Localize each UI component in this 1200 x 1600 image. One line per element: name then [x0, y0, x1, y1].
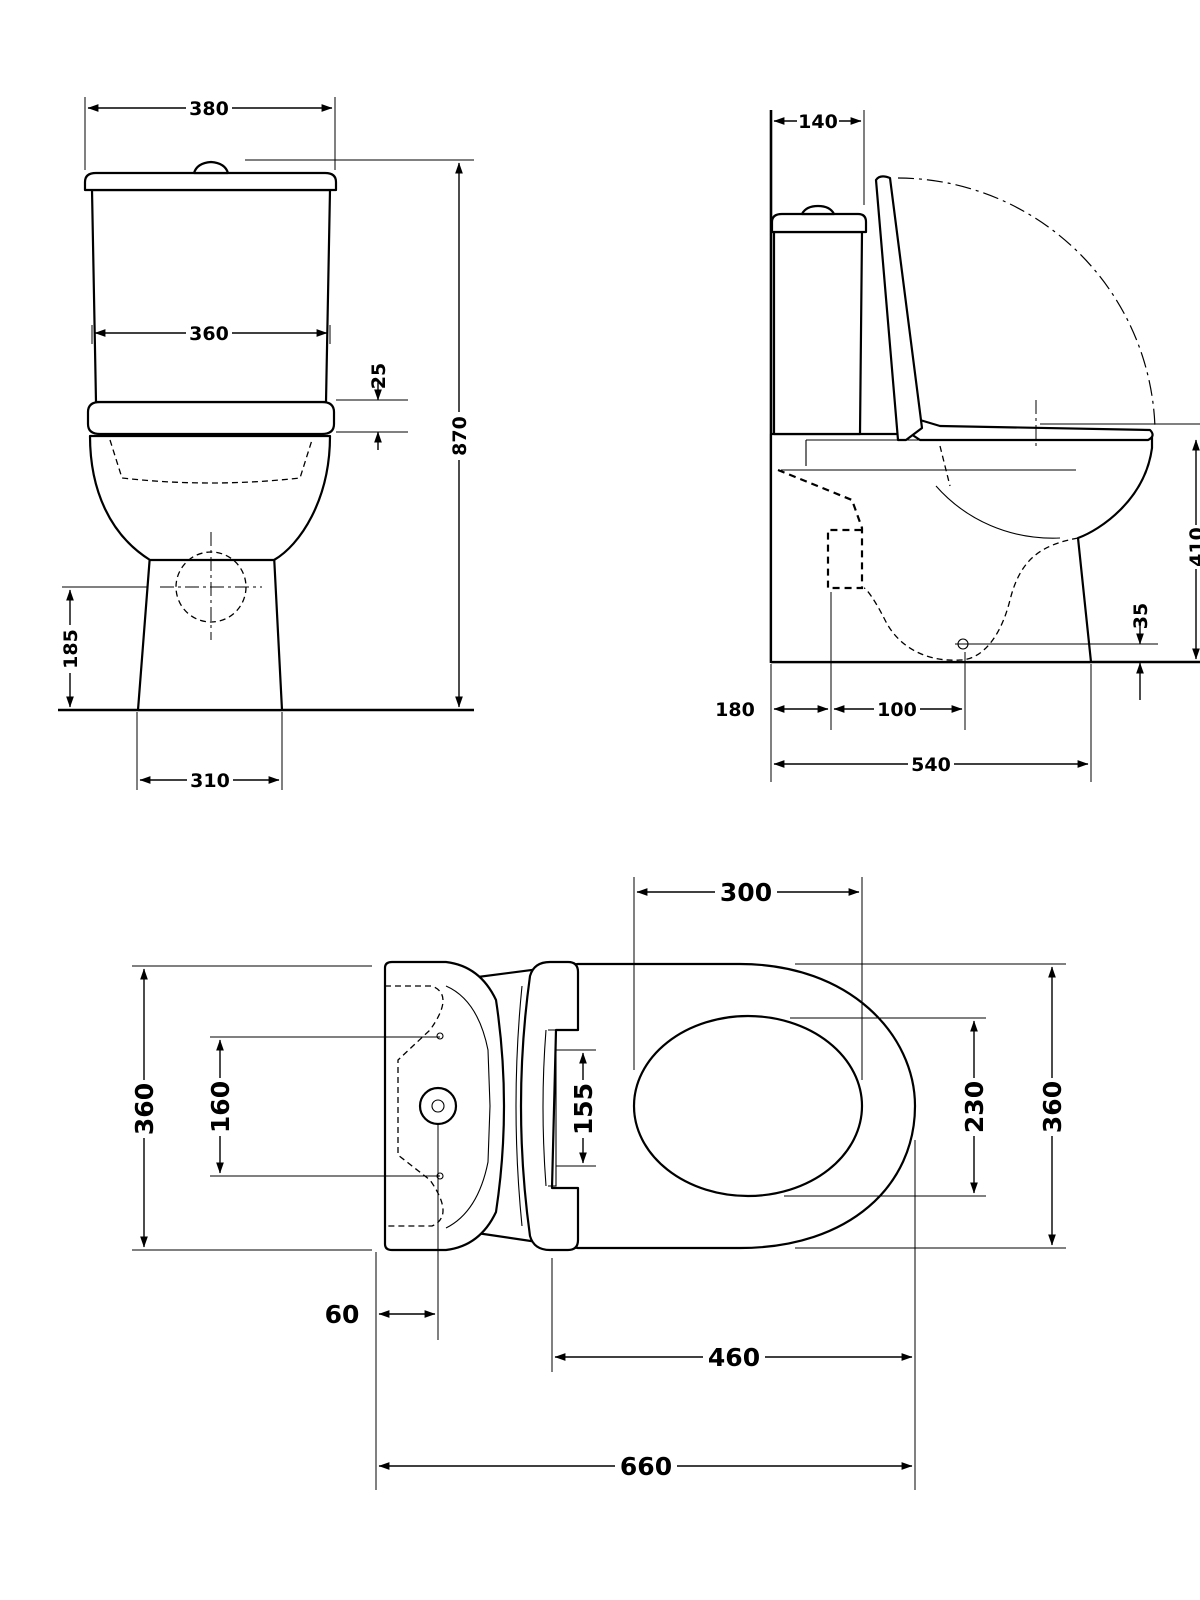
- dim-side-seat-height: 410: [1186, 527, 1200, 567]
- dim-front-overall-width: 380: [189, 98, 229, 120]
- dim-top-opening-width: 230: [960, 1081, 989, 1133]
- dim-top-inlet-offset: 60: [325, 1300, 360, 1329]
- dim-front-seat-thickness: 25: [368, 363, 390, 389]
- side-view: 140 410 35 180 100 540: [715, 109, 1200, 782]
- dim-front-tank-width: 360: [189, 323, 229, 345]
- dim-side-floor-waste-height: 35: [1130, 603, 1152, 629]
- dim-top-pan-width: 360: [1038, 1081, 1067, 1133]
- top-view: 300 360 160 155 230 360 6: [129, 877, 1067, 1490]
- front-view: 380 360 25 870 185 310: [58, 96, 474, 792]
- dim-top-pan-length: 460: [708, 1343, 760, 1372]
- dim-top-overall-length: 660: [620, 1452, 672, 1481]
- dim-side-waste-offset: 180: [715, 699, 755, 721]
- dim-side-waste-spacing: 100: [877, 699, 917, 721]
- dim-top-opening-length: 300: [720, 878, 772, 907]
- dim-front-foot-width: 310: [190, 770, 230, 792]
- dim-side-overall-depth: 540: [911, 754, 951, 776]
- dim-top-inlet-spacing: 160: [206, 1081, 235, 1133]
- dim-top-tank-depth: 360: [130, 1083, 159, 1135]
- dim-front-waste-height: 185: [60, 629, 82, 669]
- dim-front-overall-height: 870: [449, 416, 471, 456]
- dim-top-hinge-width: 155: [569, 1083, 598, 1135]
- dim-side-tank-depth: 140: [798, 111, 838, 133]
